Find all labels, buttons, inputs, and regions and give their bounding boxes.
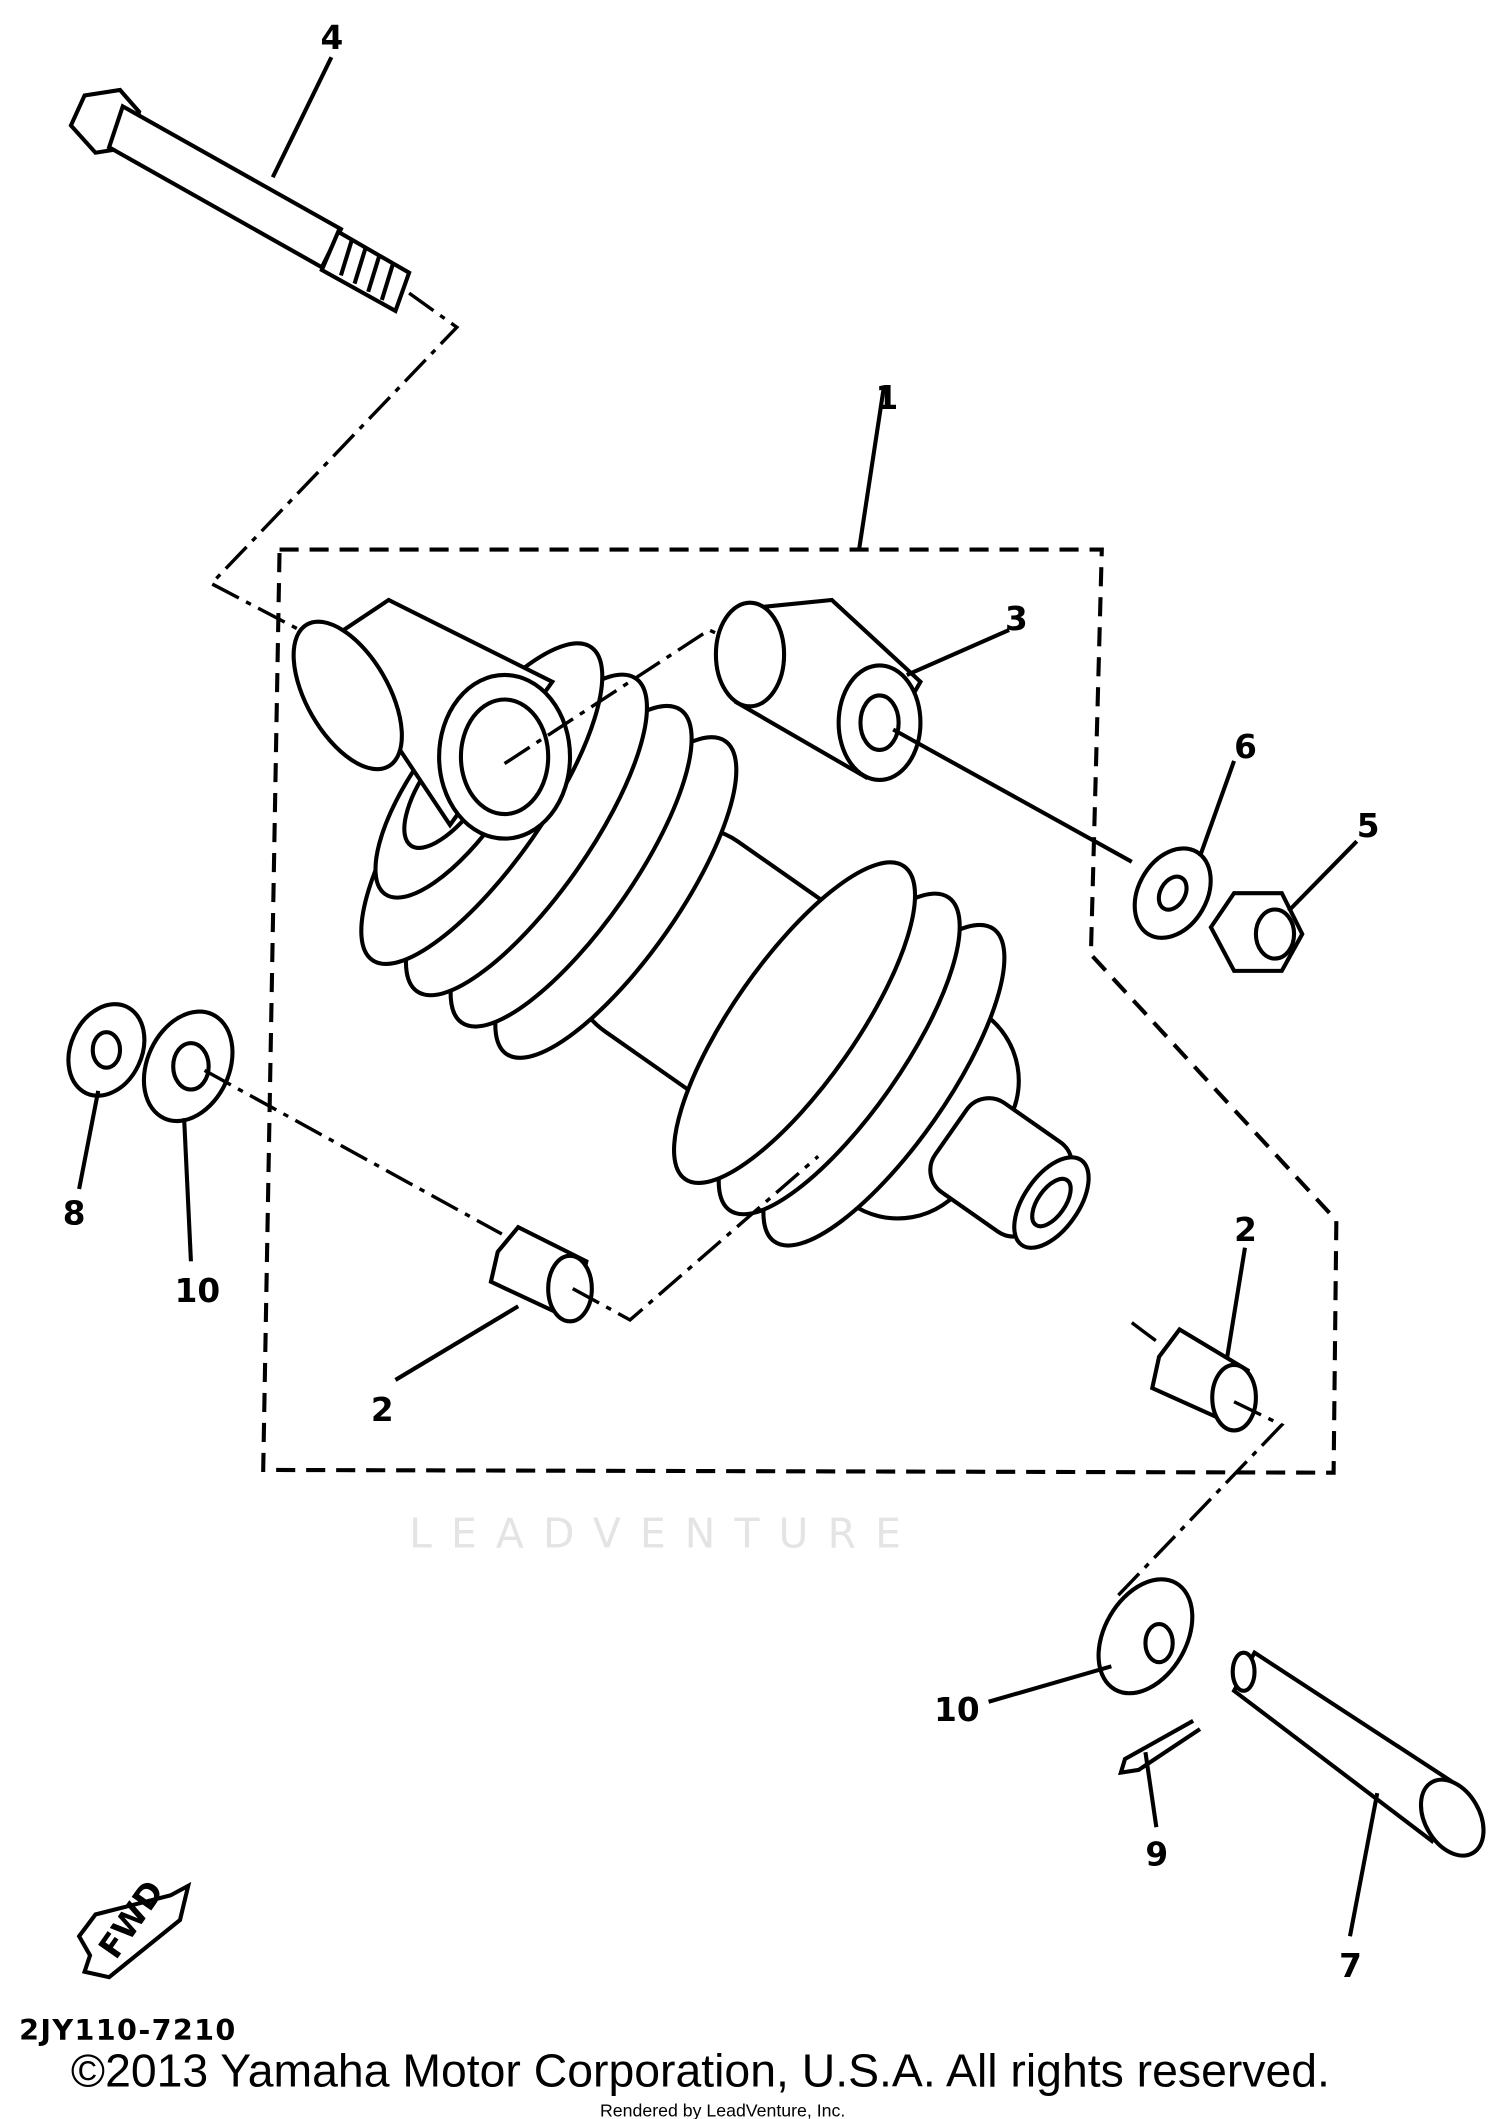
washer-part-10-left [141,1009,235,1124]
washer-part-10-right [1096,1577,1195,1696]
washer-part-8 [66,1002,147,1098]
callout-10-left: 10 [175,1272,221,1310]
copyright-notice: ©2013 Yamaha Motor Corporation, U.S.A. A… [71,2044,1330,2096]
callout-6: 6 [1234,728,1257,766]
left-centerline [203,1068,503,1236]
pin-part-7 [1230,1649,1486,1858]
callout-4: 4 [320,19,343,57]
bolt-part-4 [68,87,412,314]
cotter-pin-part-9 [1118,1719,1202,1776]
callout-9: 9 [1145,1835,1168,1873]
watermark: LEADVENTURE [409,1510,920,1558]
callout-2-left: 2 [371,1391,394,1429]
callout-3: 3 [1005,600,1028,638]
shock-absorber-part-1 [359,641,1091,1250]
callout-7: 7 [1339,1947,1362,1985]
nut-part-5 [1208,891,1305,973]
collar-part-3 [713,597,924,783]
lower-centerline [571,1155,820,1323]
bolt-4-centerline [208,291,460,643]
collar-3-leader [892,727,1133,864]
collar-part-2-left [488,1224,594,1324]
callout-8: 8 [63,1194,86,1232]
collar-part-2-right [1149,1326,1258,1433]
right-centerline-a [1130,1321,1161,1345]
callout-leaders [77,56,1380,1937]
upper-eye [291,597,573,841]
callout-10-right: 10 [934,1691,980,1729]
fwd-arrow-icon: FWD [76,1873,192,1980]
diagram-code: 2JY110-7210 [19,2013,237,2047]
right-centerline-b [1116,1400,1285,1597]
callout-2-right: 2 [1234,1211,1257,1249]
rendered-by: Rendered by LeadVenture, Inc. [600,2100,845,2119]
callout-5: 5 [1357,807,1380,845]
callout-1: 1 [875,379,898,417]
assembly-boundary [261,547,1339,1475]
washer-part-6 [1132,846,1213,940]
